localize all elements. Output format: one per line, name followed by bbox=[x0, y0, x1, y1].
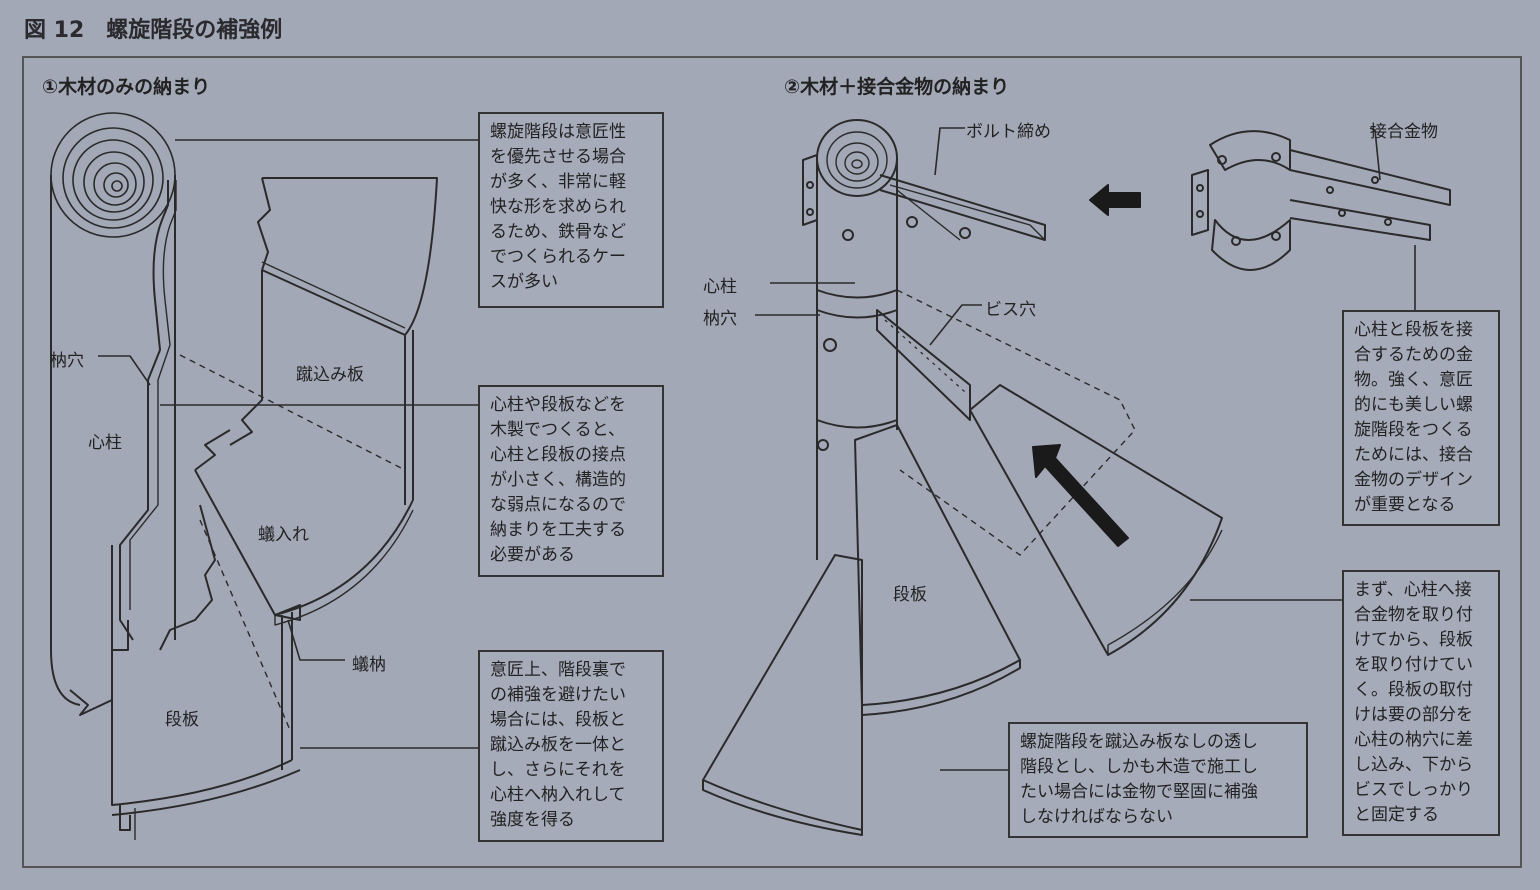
label-dovetail-tenon: 蟻枘 bbox=[352, 655, 386, 675]
lower-break-line bbox=[159, 504, 216, 651]
dovetail-tenon bbox=[274, 604, 301, 621]
note-install-procedure: まず、心柱へ接 合金物を取り付 けてから、段板 を取り付けてい く。段板の取付 … bbox=[1342, 570, 1500, 836]
label-riser-board: 蹴込み板 bbox=[296, 365, 364, 385]
left-subtitle: ①木材のみの納まり bbox=[42, 76, 211, 98]
label-screw-hole: ビス穴 bbox=[985, 300, 1036, 320]
column-body bbox=[816, 158, 898, 560]
column-top-rings bbox=[50, 112, 176, 238]
mortise-band bbox=[816, 289, 898, 319]
right-subtitle: ②木材＋接合金物の納まり bbox=[784, 76, 1010, 98]
bottom-tread-right bbox=[702, 554, 863, 831]
figure-title: 図 12 螺旋階段の補強例 bbox=[24, 18, 283, 43]
lower-tread bbox=[854, 424, 1021, 706]
note-weak-point: 心柱や段板などを 木製でつくると、 心柱と段板の接点 が小さく、構造的 な弱点に… bbox=[478, 385, 664, 577]
metal-fitting-illustration bbox=[1191, 130, 1451, 271]
note-open-stair: 螺旋階段を蹴込み板なしの透し 階段とし、しかも木造で施工し たい場合には金物で堅… bbox=[1008, 722, 1308, 838]
column-break-line bbox=[69, 689, 113, 716]
riser-board bbox=[404, 330, 414, 505]
column-left-edge bbox=[50, 175, 81, 706]
label-tread-left: 段板 bbox=[165, 710, 199, 730]
label-mortise-right: 枘穴 bbox=[703, 309, 737, 329]
label-tread-right: 段板 bbox=[893, 585, 927, 605]
label-metal-fitting: 接合金物 bbox=[1370, 122, 1438, 142]
middle-bracket bbox=[876, 309, 971, 421]
collar-plate bbox=[802, 154, 818, 226]
label-bolt: ボルト締め bbox=[966, 122, 1051, 142]
label-mortise-left: 枘穴 bbox=[50, 351, 84, 371]
figure-frame bbox=[22, 56, 1522, 868]
wood-metal-stair-drawing bbox=[702, 119, 1451, 836]
note-design-priority: 螺旋階段は意匠性 を優先させる場合 が多く、非常に軽 快な形を求められ るため、… bbox=[478, 112, 664, 308]
lower-riser bbox=[281, 612, 293, 770]
insert-arrow-diagonal bbox=[1032, 444, 1129, 547]
right-leader-lines bbox=[755, 127, 1416, 771]
bottom-tread bbox=[111, 650, 293, 806]
note-integrated-riser: 意匠上、階段裏で の補強を避けたい 場合には、段板と 蹴込み板を一体と し、さら… bbox=[478, 650, 664, 842]
wood-only-stair-drawing bbox=[50, 112, 478, 840]
tenon-channel-inner bbox=[129, 180, 177, 610]
label-column-right: 心柱 bbox=[703, 277, 737, 297]
middle-tread bbox=[194, 469, 414, 616]
tenon-channel bbox=[119, 180, 169, 641]
note-metal-fitting-design: 心柱と段板を接 合するための金 物。強く、意匠 的にも美しい螺 旋階段をつくる … bbox=[1342, 310, 1500, 526]
inserted-tread bbox=[969, 384, 1223, 656]
left-leader-lines bbox=[98, 139, 478, 749]
top-bracket-arm bbox=[879, 174, 1046, 241]
upper-tread bbox=[261, 177, 438, 336]
label-column-left: 心柱 bbox=[88, 433, 122, 453]
riser-break-line bbox=[229, 270, 263, 446]
upper-break-line bbox=[257, 177, 271, 271]
insert-arrow-left bbox=[1089, 184, 1141, 216]
label-dovetail-joint: 蟻入れ bbox=[258, 525, 309, 545]
tenon-foot bbox=[111, 545, 129, 651]
